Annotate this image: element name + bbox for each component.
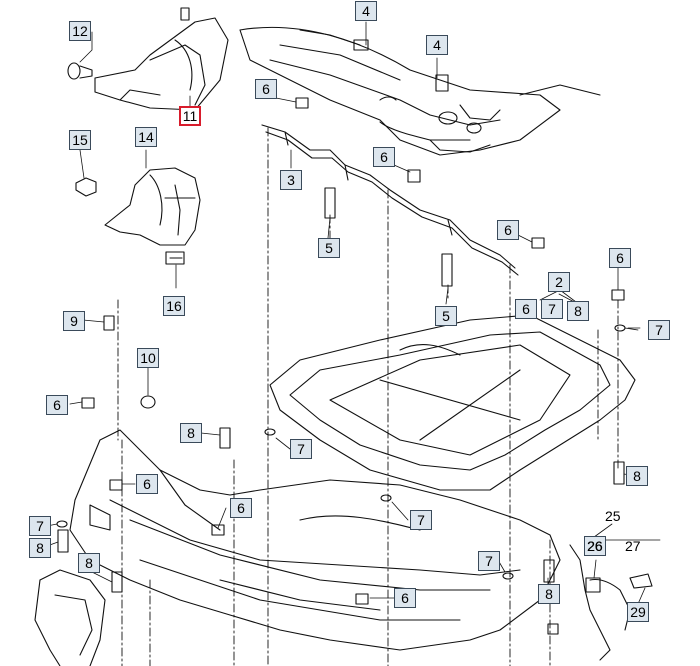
callout-6-e[interactable]: 6 xyxy=(46,395,68,415)
callout-2[interactable]: 2 xyxy=(548,272,570,292)
alignment-lines xyxy=(117,127,619,666)
callout-6-c[interactable]: 6 xyxy=(497,220,519,240)
bolt-16 xyxy=(165,251,185,265)
callout-7-d[interactable]: 7 xyxy=(410,510,432,530)
callout-5-b[interactable]: 5 xyxy=(435,306,457,326)
label-27: 27 xyxy=(625,538,641,554)
callout-8-f[interactable]: 8 xyxy=(567,301,589,321)
callout-6-g[interactable]: 6 xyxy=(230,498,252,518)
rivet-12 xyxy=(67,62,93,80)
inner-tray xyxy=(269,314,636,491)
label-25: 25 xyxy=(605,508,621,524)
callout-7-c[interactable]: 7 xyxy=(29,516,51,536)
heat-shield xyxy=(104,167,201,246)
callout-7-e[interactable]: 7 xyxy=(478,551,500,571)
main-underbody-panel xyxy=(69,429,561,651)
callout-4-top[interactable]: 4 xyxy=(355,1,377,21)
bracket-strip xyxy=(261,124,519,276)
callout-6-f[interactable]: 6 xyxy=(136,474,158,494)
clip-parts xyxy=(56,97,626,605)
callout-26-box[interactable]: 26 xyxy=(584,536,606,556)
hose-assembly xyxy=(547,544,653,661)
subframe-crossmember xyxy=(239,26,601,156)
callout-6-b[interactable]: 6 xyxy=(373,147,395,167)
callout-15[interactable]: 15 xyxy=(69,130,91,150)
callout-3[interactable]: 3 xyxy=(280,170,302,190)
callout-8-e[interactable]: 8 xyxy=(626,466,648,486)
callout-7-a[interactable]: 7 xyxy=(648,320,670,340)
callout-8-b[interactable]: 8 xyxy=(29,538,51,558)
callout-4[interactable]: 4 xyxy=(426,35,448,55)
bolts-top xyxy=(180,7,482,134)
callout-6-a[interactable]: 6 xyxy=(255,79,277,99)
callout-12[interactable]: 12 xyxy=(69,21,91,41)
front-bumper xyxy=(34,569,106,666)
callout-11-selected[interactable]: 11 xyxy=(179,106,201,126)
label-26: 26 xyxy=(587,538,603,554)
callout-8-a[interactable]: 8 xyxy=(180,423,202,443)
callout-8-c[interactable]: 8 xyxy=(78,553,100,573)
callout-6-d[interactable]: 6 xyxy=(609,248,631,268)
callout-6-i[interactable]: 6 xyxy=(515,299,537,319)
callout-6-h[interactable]: 6 xyxy=(394,588,416,608)
callout-9[interactable]: 9 xyxy=(63,311,85,331)
callout-8-d[interactable]: 8 xyxy=(538,584,560,604)
callout-10[interactable]: 10 xyxy=(137,348,159,368)
air-guide-shield xyxy=(94,17,229,111)
callout-14[interactable]: 14 xyxy=(135,127,157,147)
callout-7-f[interactable]: 7 xyxy=(541,299,563,319)
callout-5-a[interactable]: 5 xyxy=(318,238,340,258)
callout-7-b[interactable]: 7 xyxy=(290,439,312,459)
callout-16[interactable]: 16 xyxy=(163,296,185,316)
rivet-15 xyxy=(75,177,97,197)
callout-29[interactable]: 29 xyxy=(627,602,649,622)
